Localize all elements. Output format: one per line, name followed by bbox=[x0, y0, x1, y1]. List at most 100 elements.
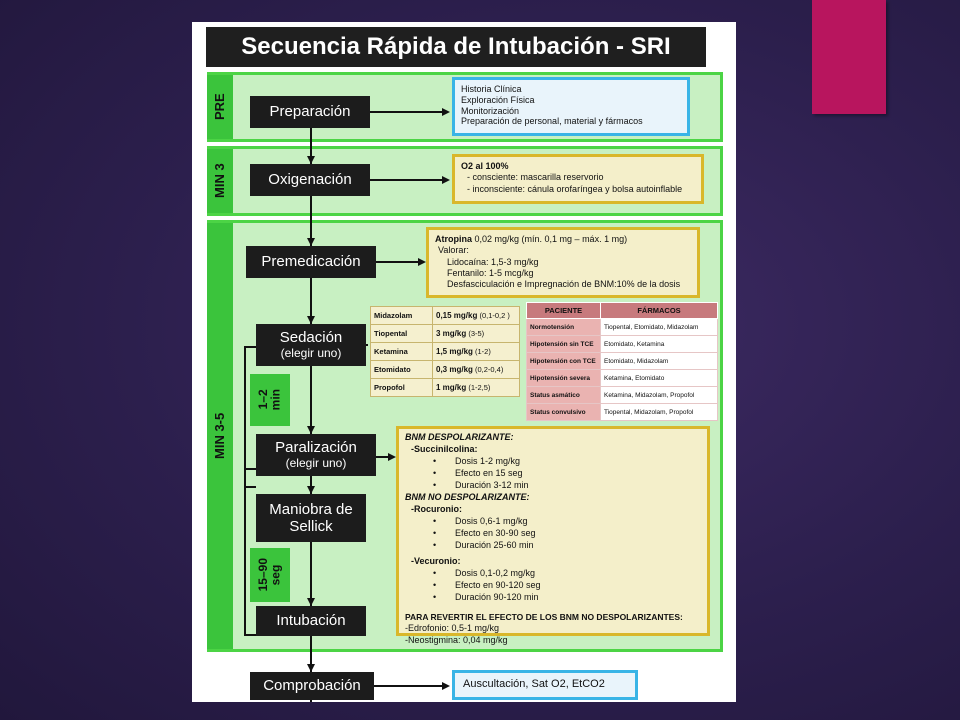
step-oxigenacion: Oxigenación bbox=[250, 164, 370, 196]
oxigenacion-info-box: O2 al 100% - consciente: mascarilla rese… bbox=[452, 154, 704, 204]
step-premedicacion: Premedicación bbox=[246, 246, 376, 278]
step-premedicacion-label: Premedicación bbox=[261, 253, 361, 271]
comprobacion-text: Auscultación, Sat O2, EtCO2 bbox=[463, 678, 605, 690]
arrow-preparacion-head bbox=[442, 108, 450, 116]
arrow-comprobacion-line bbox=[374, 685, 442, 687]
arrow-to-comprobacion bbox=[307, 664, 315, 672]
drug-name: Propofol bbox=[370, 378, 433, 397]
neostigmina-dose: -Neostigmina: 0,04 mg/kg bbox=[405, 634, 508, 645]
drug-dose: 3 mg/kg bbox=[436, 329, 467, 338]
phase-min35-label: MIN 3-5 bbox=[212, 412, 227, 460]
step-sedacion-sub: (elegir uno) bbox=[280, 345, 342, 360]
drug-name: Tiopental bbox=[370, 324, 433, 343]
drug-name: Etomidato bbox=[370, 360, 433, 379]
drugs-cell: Tiopental, Etomidato, Midazolam bbox=[600, 318, 718, 336]
drug-dose: 0,3 mg/kg bbox=[436, 365, 473, 374]
drug-range: (1-2,5) bbox=[468, 383, 491, 392]
arrow-to-sellick bbox=[307, 486, 315, 494]
fentanilo-dose: Fentanilo: 1-5 mcg/kg bbox=[447, 267, 534, 278]
preparacion-item: Historia Clínica bbox=[461, 84, 522, 94]
drug-dose: 1 mg/kg bbox=[436, 383, 467, 392]
header-farmacos: FÁRMACOS bbox=[600, 302, 718, 319]
drug-range: (0,1-0,2 ) bbox=[479, 311, 510, 320]
edrofonio-dose: -Edrofonio: 0,5-1 mg/kg bbox=[405, 622, 500, 633]
bnm-despol-title: BNM DESPOLARIZANTE: bbox=[405, 432, 514, 442]
arrow-to-oxigenacion bbox=[307, 156, 315, 164]
desfasciculacion-note: Desfasciculación e Impregnación de BNM:1… bbox=[447, 279, 681, 289]
drug-dose: 0,15 mg/kg bbox=[436, 311, 478, 320]
step-oxigenacion-label: Oxigenación bbox=[268, 171, 352, 189]
timer2-bracket-top bbox=[244, 468, 256, 470]
flow-line bbox=[310, 128, 312, 702]
arrow-comprobacion-head bbox=[442, 682, 450, 690]
timer1-bracket-top bbox=[244, 346, 256, 348]
oxigenacion-item: - consciente: mascarilla reservorio bbox=[467, 172, 604, 183]
patient-cell: Status asmático bbox=[526, 386, 601, 404]
drugs-cell: Etomidato, Ketamina bbox=[600, 335, 718, 353]
arrow-oxigenacion-head bbox=[442, 176, 450, 184]
patient-cell: Status convulsivo bbox=[526, 403, 601, 421]
revertir-title: PARA REVERTIR EL EFECTO DE LOS BNM NO DE… bbox=[405, 611, 683, 622]
drug-name: Ketamina bbox=[370, 342, 433, 361]
timer2-bracket-bottom bbox=[244, 634, 256, 636]
timer1-unit: min bbox=[269, 389, 283, 411]
arrow-oxigenacion-line bbox=[370, 179, 442, 181]
drug-dose: 1,5 mg/kg bbox=[436, 347, 473, 356]
succ-item: Dosis 1-2 mg/kg bbox=[405, 456, 701, 468]
rocuronio-label: -Rocuronio: bbox=[411, 503, 462, 514]
drugs-cell: Tiopental, Midazolam, Propofol bbox=[600, 403, 718, 421]
rocu-item: Dosis 0,6-1 mg/kg bbox=[405, 516, 701, 528]
vecu-item: Dosis 0,1-0,2 mg/kg bbox=[405, 568, 701, 580]
preparacion-item: Exploración Física bbox=[461, 94, 535, 105]
bnm-info-box: BNM DESPOLARIZANTE: -Succinilcolina: Dos… bbox=[396, 426, 710, 645]
step-comprobacion-label: Comprobación bbox=[263, 677, 361, 695]
vecuronio-label: -Vecuronio: bbox=[411, 555, 461, 566]
lidocaina-dose: Lidocaína: 1,5-3 mg/kg bbox=[447, 256, 539, 267]
step-intubacion-label: Intubación bbox=[276, 612, 346, 630]
phase-pre-label: PRE bbox=[212, 93, 227, 121]
step-sedacion-label: Sedación bbox=[279, 329, 343, 347]
arrow-to-paralizacion bbox=[307, 426, 315, 434]
patient-cell: Hipotensión severa bbox=[526, 369, 601, 387]
valorar-label: Valorar: bbox=[438, 245, 469, 256]
atropina-dose: 0,02 mg/kg (mín. 0,1 mg – máx. 1 mg) bbox=[474, 234, 628, 244]
phase-min3-label: MIN 3 bbox=[212, 163, 227, 199]
step-intubacion: Intubación bbox=[256, 606, 366, 636]
phase-min35-label-bar: MIN 3-5 bbox=[207, 223, 233, 649]
arrow-sedacion-line bbox=[366, 344, 368, 346]
timer2-bracket-side bbox=[244, 468, 246, 636]
arrow-to-sedacion bbox=[307, 316, 315, 324]
arrow-paralizacion-head bbox=[388, 453, 396, 461]
accent-tab bbox=[812, 0, 886, 114]
diagram-title: Secuencia Rápida de Intubación - SRI bbox=[206, 27, 706, 67]
diagram-slide: Secuencia Rápida de Intubación - SRI PRE… bbox=[192, 22, 736, 702]
succinilcolina-label: -Succinilcolina: bbox=[411, 443, 478, 454]
bnm-nodespol-title: BNM NO DESPOLARIZANTE: bbox=[405, 491, 530, 502]
step-sellick-label-2: Sellick bbox=[289, 518, 333, 535]
drug-range: (1-2) bbox=[475, 347, 491, 356]
arrow-premedicacion-line bbox=[376, 261, 418, 263]
step-sellick: Maniobra de Sellick bbox=[256, 494, 366, 542]
drug-name: Midazolam bbox=[370, 306, 433, 325]
step-sellick-label-1: Maniobra de bbox=[269, 500, 353, 518]
patient-cell: Normotensión bbox=[526, 318, 601, 336]
atropina-name: Atropina bbox=[435, 234, 472, 244]
oxigenacion-item: - inconsciente: cánula orofaríngea y bol… bbox=[467, 183, 683, 194]
succ-item: Duración 3-12 min bbox=[405, 480, 701, 492]
drug-range: (0,2-0,4) bbox=[475, 365, 504, 374]
arrow-to-intubacion bbox=[307, 598, 315, 606]
preparacion-item: Preparación de personal, material y fárm… bbox=[461, 116, 643, 127]
step-preparacion-label: Preparación bbox=[269, 103, 351, 121]
